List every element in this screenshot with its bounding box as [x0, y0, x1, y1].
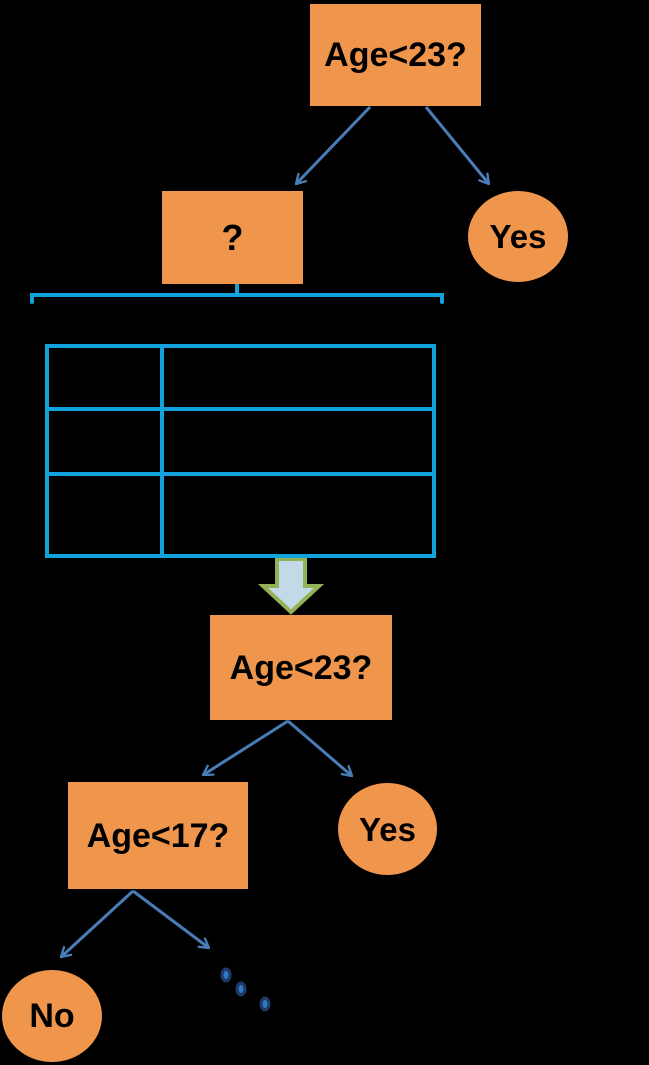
leaf-yes-bottom-label: Yes	[359, 810, 416, 848]
edge-roottop-to-unknown	[294, 105, 372, 186]
node-age17: Age<17?	[68, 782, 248, 889]
node-unknown: ?	[162, 191, 303, 284]
node-root-bottom: Age<23?	[210, 615, 392, 720]
edge-rootbottom-to-age17	[201, 719, 289, 777]
node-unknown-label: ?	[221, 216, 244, 258]
ellipsis-dot-core	[262, 1000, 268, 1008]
leaf-no-label: No	[29, 997, 75, 1035]
ellipsis-dots	[220, 967, 271, 1012]
table-cell	[49, 476, 164, 554]
data-table	[45, 344, 436, 558]
leaf-yes-top-label: Yes	[489, 218, 547, 255]
edge-age17-to-no	[59, 889, 135, 959]
table-cell	[49, 411, 164, 476]
node-root-top-label: Age<23?	[324, 36, 467, 74]
node-age17-label: Age<17?	[86, 816, 230, 855]
ellipsis-dot-core	[223, 971, 229, 979]
connector-arrows	[59, 105, 491, 959]
table-cell	[164, 411, 432, 476]
table-cell	[164, 348, 432, 411]
ellipsis-dot-core	[238, 985, 244, 993]
edge-age17-to-ellipsis	[132, 889, 211, 950]
leaf-no: No	[2, 970, 102, 1062]
table-cell	[49, 348, 164, 411]
table-cell	[164, 476, 432, 554]
node-root-top: Age<23?	[310, 4, 481, 106]
edge-rootbottom-to-yesbottom	[287, 719, 354, 778]
leaf-yes-bottom: Yes	[338, 783, 437, 875]
down-arrow-icon	[257, 557, 325, 615]
edge-roottop-to-yestop	[424, 106, 491, 186]
brace-bracket	[30, 283, 444, 304]
leaf-yes-top: Yes	[468, 191, 568, 282]
node-root-bottom-label: Age<23?	[229, 648, 373, 687]
